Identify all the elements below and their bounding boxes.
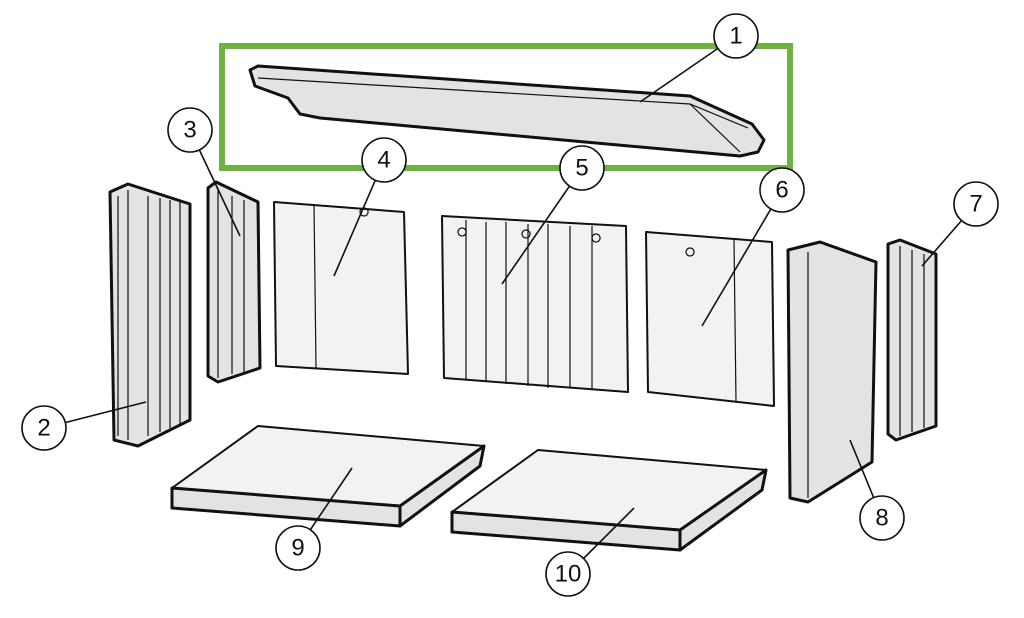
callout-8[interactable]: 8 [859,495,905,541]
part-2-left-side[interactable] [108,182,192,448]
callout-label: 6 [775,177,788,204]
part-9-left-floor[interactable] [170,425,486,528]
callout-label: 3 [183,117,196,144]
callout-9[interactable]: 9 [275,525,321,571]
callout-label: 8 [875,505,888,532]
callout-1[interactable]: 1 [713,13,759,59]
callout-label: 9 [291,535,304,562]
callout-10[interactable]: 10 [545,551,591,597]
part-8-right-side[interactable] [786,240,878,504]
callout-2[interactable]: 2 [21,405,67,451]
part-10-right-floor[interactable] [450,449,768,552]
callout-4[interactable]: 4 [361,137,407,183]
callout-5[interactable]: 5 [559,145,605,191]
callout-label: 2 [37,415,50,442]
part-1-baffle[interactable] [248,64,766,158]
callout-7[interactable]: 7 [953,181,999,227]
callout-label: 10 [555,561,582,588]
callout-label: 4 [377,147,390,174]
part-4-back-left-panel[interactable] [273,201,409,375]
callout-label: 5 [575,155,588,182]
callout-6[interactable]: 6 [759,167,805,213]
part-3-left-rib[interactable] [206,180,262,384]
highlight-frame [219,43,793,171]
part-7-right-rib[interactable] [886,238,938,442]
part-5-back-center-panel[interactable] [441,215,629,393]
callout-label: 7 [969,191,982,218]
callout-label: 1 [729,23,742,50]
part-6-back-right-panel[interactable] [645,231,775,407]
callout-3[interactable]: 3 [167,107,213,153]
